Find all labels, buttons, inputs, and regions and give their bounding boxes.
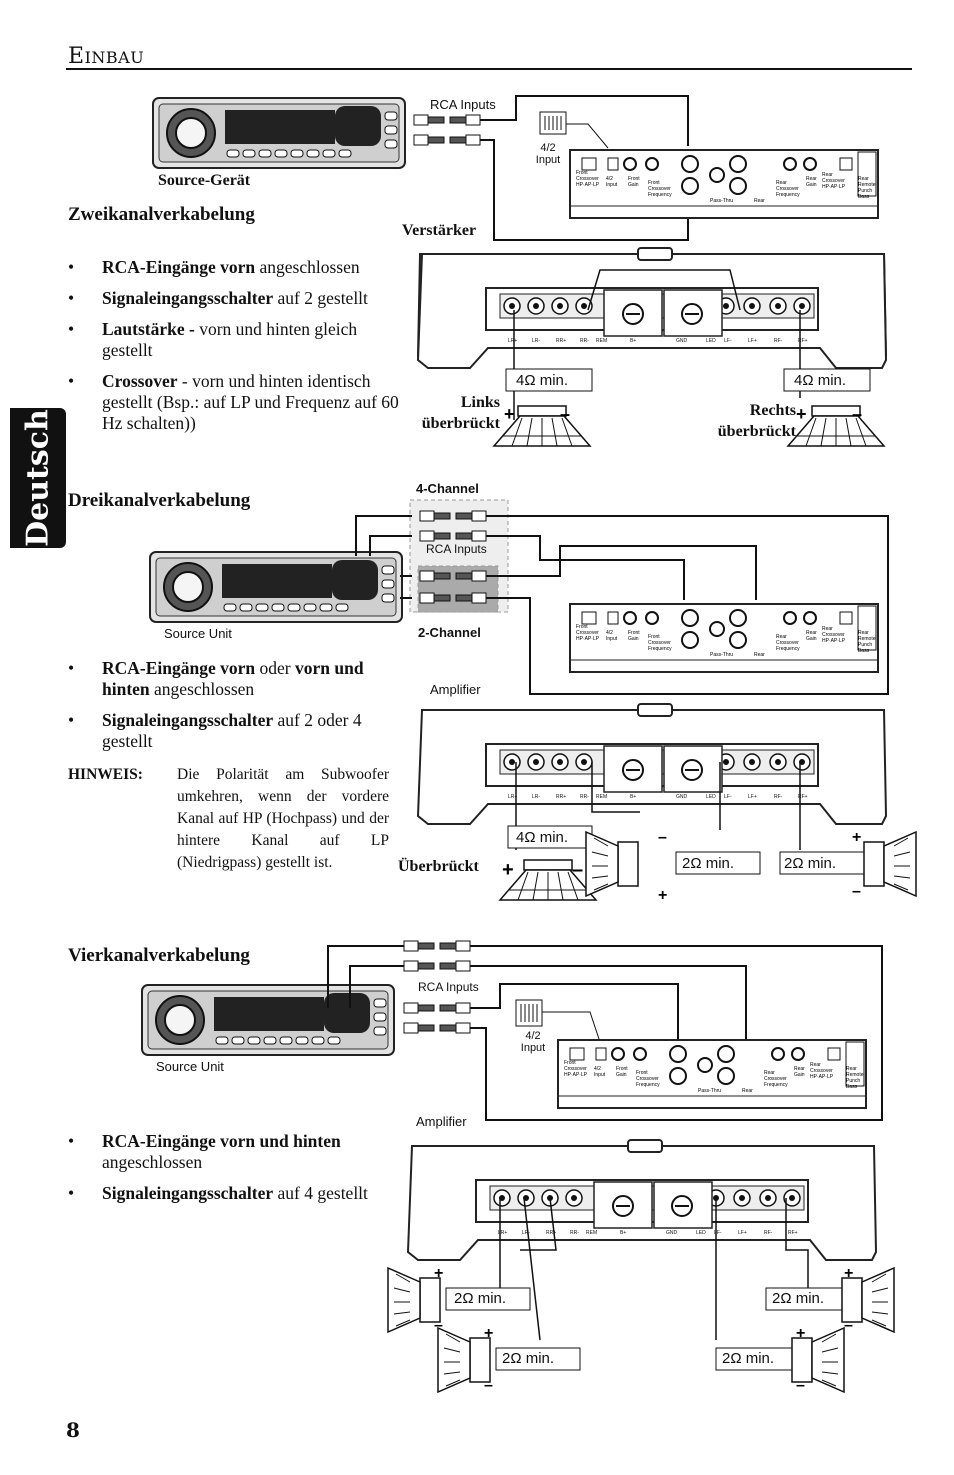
d2-rca-inputs-label: RCA Inputs xyxy=(426,542,487,556)
section3-bullets: RCA-Eingänge vorn und hinten angeschloss… xyxy=(68,1131,388,1214)
d1-amp-label: Verstärker xyxy=(402,222,477,239)
svg-text:+: + xyxy=(502,859,514,881)
svg-text:+: + xyxy=(504,404,515,424)
d1-rca-inputs-label: RCA Inputs xyxy=(430,97,496,112)
svg-text:+: + xyxy=(658,887,667,904)
page-number: 8 xyxy=(66,1418,80,1442)
page-header: EINBAU xyxy=(68,44,144,69)
d2-min-b: 2Ω min. xyxy=(784,855,837,872)
d1-min-right: 4Ω min. xyxy=(794,372,847,389)
d2-four-channel-label: 4-Channel xyxy=(416,481,479,496)
svg-text:–: – xyxy=(560,404,570,424)
d3-input-switch-label: 4/2 Input xyxy=(520,1030,546,1054)
svg-text:+: + xyxy=(796,1325,805,1342)
d3-min2: 2Ω min. xyxy=(772,1290,825,1307)
svg-text:+: + xyxy=(844,1265,853,1282)
list-item: Crossover - vorn und hinten identisch ge… xyxy=(68,371,403,434)
svg-text:–: – xyxy=(484,1377,493,1394)
svg-text:+: + xyxy=(434,1265,443,1282)
d1-min-left: 4Ω min. xyxy=(516,372,569,389)
svg-text:–: – xyxy=(434,1317,443,1334)
d3-source-label: Source Unit xyxy=(156,1059,224,1074)
svg-text:+: + xyxy=(796,404,807,424)
note-label: HINWEIS: xyxy=(68,766,143,783)
note-text: Die Polarität am Subwoofer umkehren, wen… xyxy=(177,766,389,871)
list-item: RCA-Eingänge vorn und hinten angeschloss… xyxy=(68,1131,388,1173)
language-tab: Deutsch xyxy=(10,408,66,548)
d2-min-a: 2Ω min. xyxy=(682,855,735,872)
d1-rechts-label: Rechts überbrückt xyxy=(717,402,796,440)
d2-bridged-label: Überbrückt xyxy=(398,858,479,875)
svg-text:+: + xyxy=(852,829,861,846)
list-item: RCA-Eingänge vorn oder vorn und hinten a… xyxy=(68,658,398,700)
d3-min1: 2Ω min. xyxy=(454,1290,507,1307)
d1-input-switch-label: 4/2 Input xyxy=(535,142,561,166)
svg-text:–: – xyxy=(572,859,583,881)
d3-min3: 2Ω min. xyxy=(502,1350,555,1367)
d2-source-label: Source Unit xyxy=(164,626,232,641)
d1-source-label: Source-Gerät xyxy=(158,172,251,189)
svg-text:–: – xyxy=(658,829,667,846)
section3-title: Vierkanalverkabelung xyxy=(68,945,250,966)
section2-bullets: RCA-Eingänge vorn oder vorn und hinten a… xyxy=(68,658,398,762)
header-rest: INBAU xyxy=(84,48,145,67)
d1-links-label: Links überbrückt xyxy=(421,394,500,432)
svg-text:–: – xyxy=(852,404,862,424)
svg-text:–: – xyxy=(844,1317,853,1334)
d3-amp-label: Amplifier xyxy=(416,1114,467,1129)
d3-min4: 2Ω min. xyxy=(722,1350,775,1367)
list-item: Lautstärke - vorn und hinten gleich gest… xyxy=(68,319,403,361)
d3-rca-inputs-label: RCA Inputs xyxy=(418,980,479,994)
svg-text:–: – xyxy=(796,1377,805,1394)
d2-amp-label: Amplifier xyxy=(430,682,481,697)
d2-min-sub: 4Ω min. xyxy=(516,829,569,846)
header-rule xyxy=(66,68,912,70)
section1-bullets: RCA-Eingänge vorn angeschlossen Signalei… xyxy=(68,257,403,444)
list-item: Signaleingangsschalter auf 2 oder 4 gest… xyxy=(68,710,398,752)
d2-two-channel-label: 2-Channel xyxy=(418,625,481,640)
section2-title: Dreikanalverkabelung xyxy=(68,490,251,511)
svg-text:+: + xyxy=(484,1325,493,1342)
svg-text:–: – xyxy=(852,883,861,900)
list-item: Signaleingangsschalter auf 2 gestellt xyxy=(68,288,403,309)
section1-title: Zweikanalverkabelung xyxy=(68,204,255,225)
header-initial: E xyxy=(68,44,85,69)
list-item: RCA-Eingänge vorn angeschlossen xyxy=(68,257,403,278)
list-item: Signaleingangsschalter auf 4 gestellt xyxy=(68,1183,388,1204)
